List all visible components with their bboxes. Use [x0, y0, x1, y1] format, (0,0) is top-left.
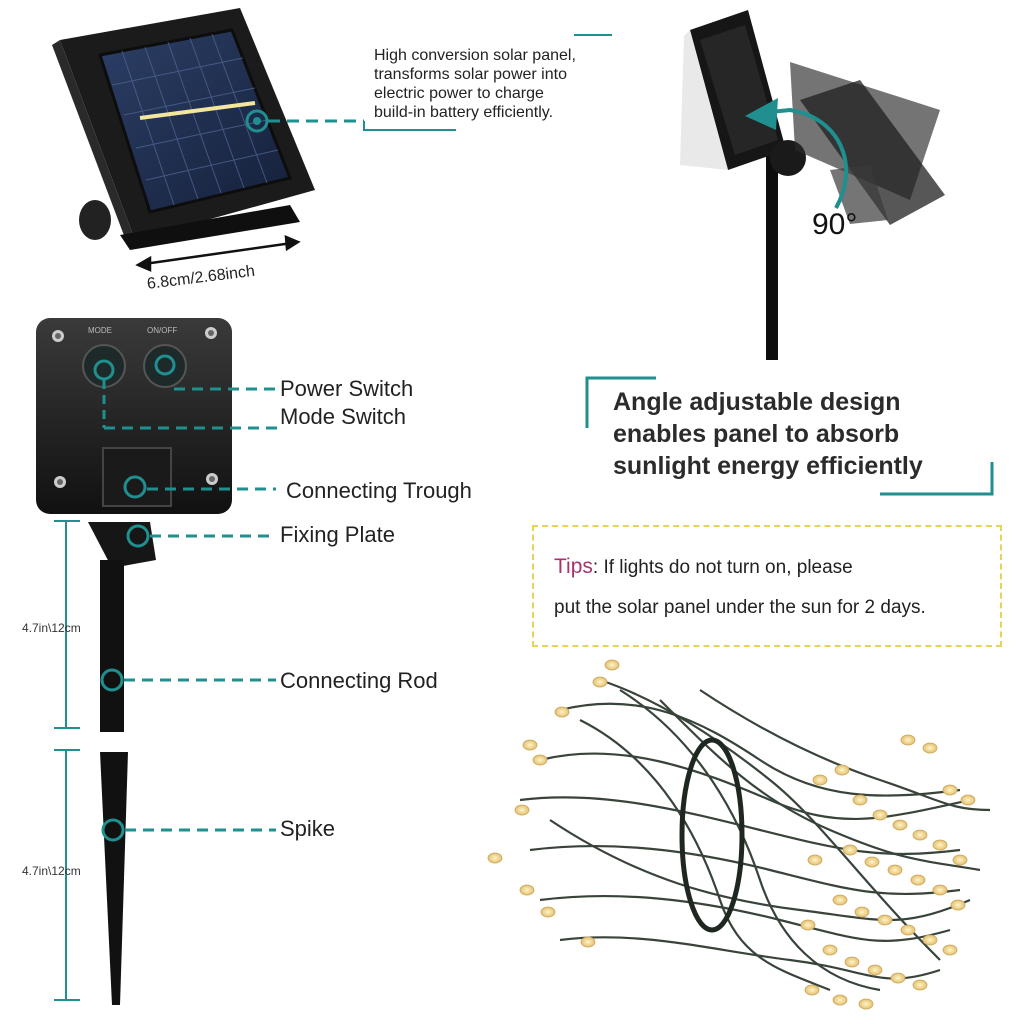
control-box-image: [36, 318, 232, 1005]
angle-degrees-label: 90°: [812, 208, 858, 241]
control-box-leaders: [93, 354, 278, 842]
headline-brackets: [585, 376, 994, 496]
string-lights-image: [487, 659, 991, 1010]
panel-leader-line: [245, 34, 612, 133]
tips-line-1: Tips: If lights do not turn on, please: [554, 555, 853, 579]
panel-desc-line-3: electric power to charge: [374, 85, 544, 102]
power-switch-label: Power Switch: [280, 376, 414, 401]
angle-panel-image: [680, 10, 945, 360]
solar-panel-image: [52, 8, 315, 250]
mode-switch-label: Mode Switch: [280, 404, 406, 429]
mode-button-label: MODE: [88, 326, 112, 335]
spike-length-label: 4.7in\12cm: [22, 864, 81, 878]
rod-dimension-line: [54, 520, 80, 1001]
fixing-plate-label: Fixing Plate: [280, 522, 395, 547]
tips-text-2: put the solar panel under the sun for 2 …: [554, 597, 926, 618]
connecting-rod-label: Connecting Rod: [280, 668, 438, 693]
panel-desc-line-4: build-in battery efficiently.: [374, 104, 554, 121]
onoff-button-label: ON/OFF: [147, 326, 178, 335]
tips-text-1: : If lights do not turn on, please: [592, 557, 853, 578]
angle-headline-line-2: enables panel to absorb: [613, 420, 900, 448]
panel-desc-line-2: transforms solar power into: [374, 66, 567, 83]
panel-desc-line-1: High conversion solar panel,: [374, 47, 576, 64]
rod-length-label: 4.7in\12cm: [22, 621, 81, 635]
rotation-arrow-icon: [745, 98, 849, 209]
connecting-trough-label: Connecting Trough: [286, 478, 472, 503]
tips-prefix: Tips: [554, 555, 593, 578]
angle-headline-line-1: Angle adjustable design: [613, 388, 901, 416]
spike-label: Spike: [280, 816, 336, 841]
tips-box: Tips: If lights do not turn on, please p…: [532, 525, 1002, 647]
width-dimension-arrow: [135, 235, 301, 272]
angle-headline-line-3: sunlight energy efficiently: [613, 452, 923, 480]
